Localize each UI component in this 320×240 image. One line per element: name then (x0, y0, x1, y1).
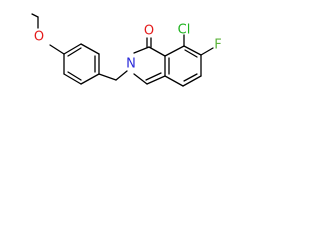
aryl-o-bond (49, 44, 65, 55)
bond (80, 43, 100, 55)
atom-label-fluorine: F (214, 38, 221, 53)
double-bond-inner (184, 49, 198, 58)
atom-label-carbonyl-oxygen: O (144, 24, 154, 39)
bond (133, 46, 150, 54)
o-methyl-bond (31, 13, 39, 18)
bond (164, 45, 185, 57)
bond (63, 73, 82, 85)
atom-label-chlorine: Cl (178, 23, 191, 38)
double-bond-inner (145, 72, 162, 81)
molecule-structure: Cl F O N O (31, 13, 222, 87)
benzo-ring (164, 45, 202, 87)
bond (133, 73, 148, 85)
c-f-bond (200, 47, 214, 56)
pyridinone-ring (133, 37, 166, 85)
atom-label-ring-nitrogen: N (126, 57, 136, 72)
n-ch2-bond (115, 70, 128, 81)
double-bond-inner (183, 73, 198, 82)
atom-label-methoxy-oxygen: O (34, 30, 44, 45)
methoxyphenyl-ring (63, 43, 100, 85)
bond (146, 75, 166, 85)
ch2-aryl-bond (98, 73, 117, 81)
bond (164, 75, 184, 87)
bond (182, 75, 202, 87)
double-bond-inner (67, 71, 82, 81)
bond (80, 73, 100, 85)
bond (148, 46, 166, 57)
bond (183, 45, 202, 56)
bond (63, 43, 82, 55)
double-bond-inner (67, 47, 82, 57)
